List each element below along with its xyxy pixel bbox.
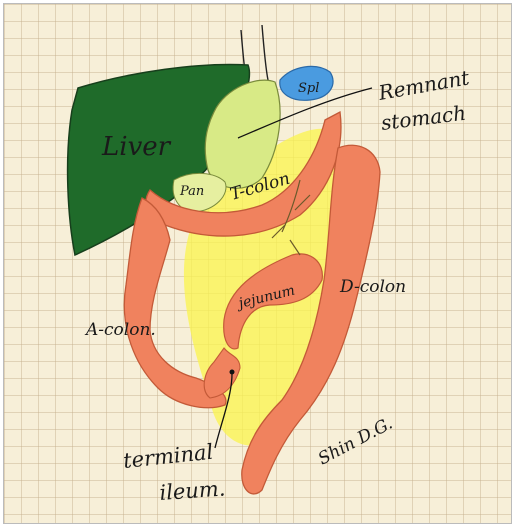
spleen-label: Spl: [298, 81, 319, 96]
pancreas-label: Pan: [179, 184, 204, 199]
remnant-label: Remnant: [376, 65, 472, 105]
signature: Shin D.G.: [315, 414, 396, 470]
descending-colon-label: D-colon: [339, 277, 406, 297]
terminal-label: terminal: [122, 440, 214, 473]
ascending-colon-label: A-colon.: [84, 320, 156, 340]
ileum-label: ileum.: [159, 476, 226, 505]
stomach-label: stomach: [380, 101, 468, 135]
ileum-dot: [230, 370, 235, 375]
liver-label: Liver: [101, 132, 172, 162]
